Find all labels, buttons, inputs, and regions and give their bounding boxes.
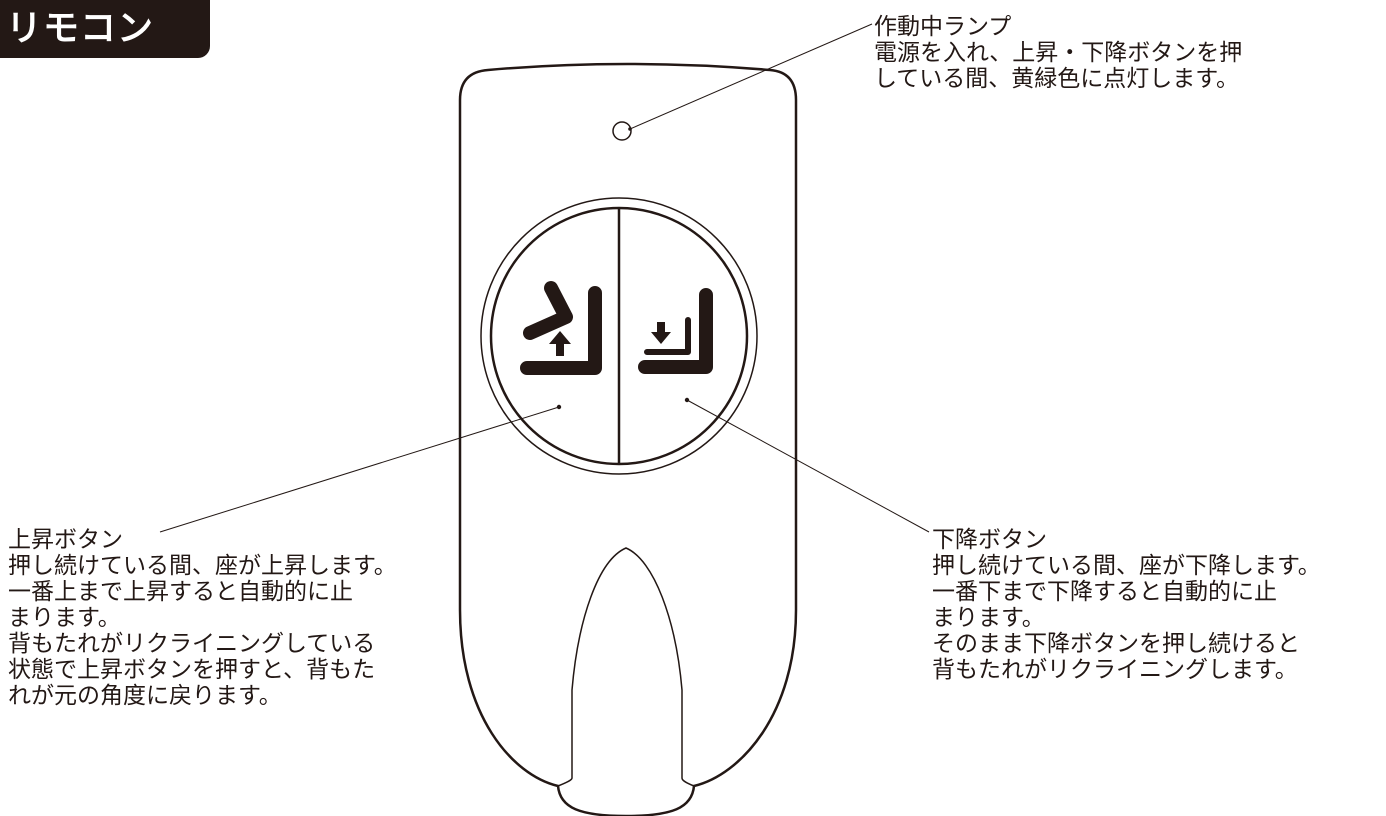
down-button-callout-line: 一番下まで下降すると自動的に止 [932,579,1277,605]
indicator-lamp-icon [612,121,632,141]
lamp-callout-heading: 作動中ランプ [874,14,1012,40]
up-button-callout-line: まります。 [8,605,121,631]
seat-raise-arrow-up-icon [520,281,602,375]
page-title-badge: リモコン [0,0,210,58]
lamp-callout-line: 電源を入れ、上昇・下降ボタンを押 [874,40,1243,66]
down-button-callout-heading: 下降ボタン [932,527,1047,553]
up-button-callout: 上昇ボタン 押し続けている間、座が上昇します。 一番上まで上昇すると自動的に止 … [8,527,397,709]
up-button-leader-line [159,406,560,533]
lamp-callout-line: している間、黄緑色に点灯します。 [874,66,1240,92]
down-button-callout-line: まります。 [932,605,1045,631]
up-button-callout-line: 押し続けている間、座が上昇します。 [8,553,397,579]
down-button-callout-line: 押し続けている間、座が下降します。 [932,553,1321,579]
up-button-callout-heading: 上昇ボタン [8,527,123,553]
remote-bottom-notch [557,777,695,787]
up-button-callout-line: 状態で上昇ボタンを押すと、背もた [8,657,376,683]
lamp-leader-line [629,23,873,130]
page-title: リモコン [6,8,155,49]
lamp-callout: 作動中ランプ 電源を入れ、上昇・下降ボタンを押 している間、黄緑色に点灯します。 [874,14,1242,92]
up-button-callout-line: れが元の角度に戻ります。 [8,683,282,709]
remote-bottom-groove [571,547,683,778]
up-button-callout-line: 背もたれがリクライニングしている [8,631,376,657]
down-button-leader-line [686,399,930,533]
down-button-callout: 下降ボタン 押し続けている間、座が下降します。 一番下まで下降すると自動的に止 … [932,527,1321,683]
up-button[interactable] [491,208,619,464]
seat-lower-arrow-down-icon [638,288,713,374]
down-button-callout-line: そのまま下降ボタンを押し続けると [932,631,1300,657]
down-button-callout-line: 背もたれがリクライニングします。 [932,657,1298,683]
up-button-callout-line: 一番上まで上昇すると自動的に止 [8,579,353,605]
